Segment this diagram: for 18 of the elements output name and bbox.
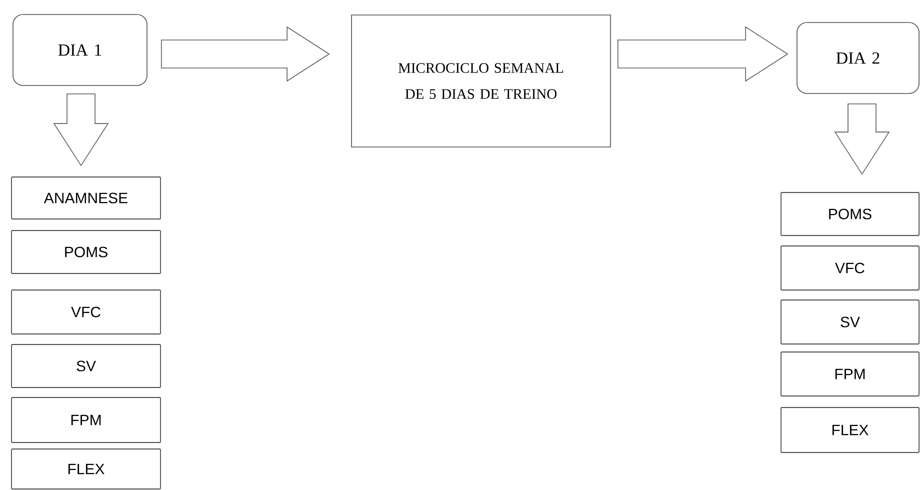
item-box: POMS	[780, 192, 920, 236]
item-box: FLEX	[11, 448, 161, 490]
item-box: SV	[780, 300, 920, 344]
item-box: ANAMNESE	[11, 176, 161, 220]
block-arrow	[618, 26, 788, 82]
block-arrow	[161, 26, 330, 82]
item-box: VFC	[11, 290, 161, 334]
cycle-box: MICROCICLO SEMANAL DE 5 DIAS DE TREINO	[351, 14, 611, 148]
item-box: VFC	[780, 246, 920, 290]
item-box: FPM	[11, 397, 161, 443]
block-arrow	[834, 104, 890, 175]
item-box: FPM	[780, 352, 920, 396]
item-box: FLEX	[780, 407, 920, 453]
block-arrow	[53, 94, 109, 166]
item-box: POMS	[11, 230, 161, 274]
day-box: DIA 1	[12, 14, 148, 86]
item-box: SV	[11, 344, 161, 388]
day-box: DIA 2	[796, 22, 920, 94]
